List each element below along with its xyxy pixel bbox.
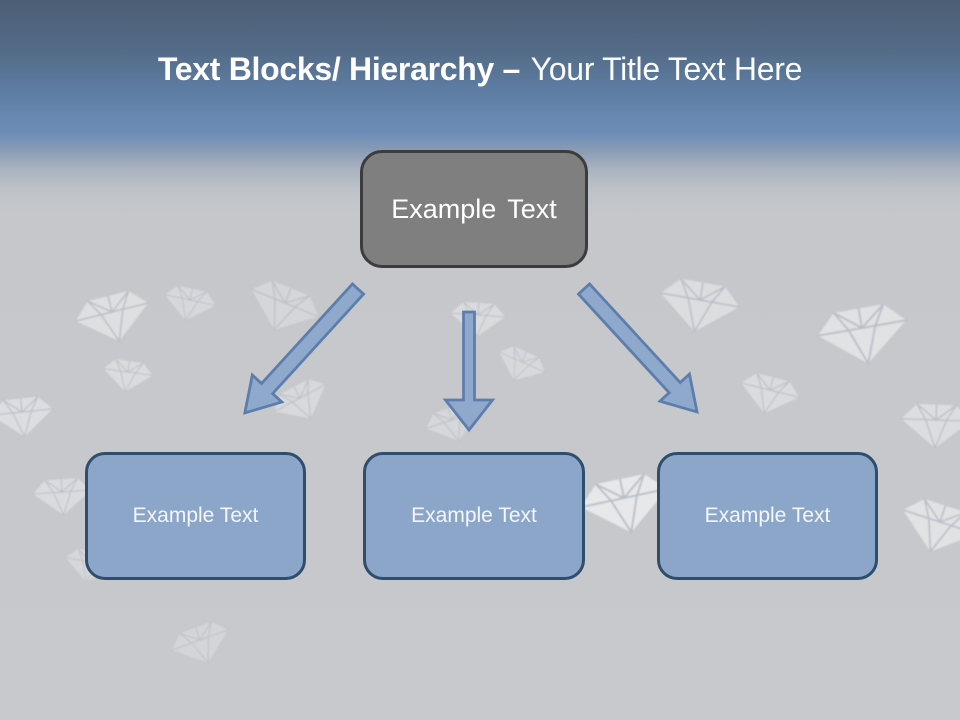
- root-text-block-label: Example Text: [391, 193, 557, 224]
- arrow-down-icon[interactable]: [442, 310, 496, 433]
- slide-title[interactable]: Text Blocks/ Hierarchy –Your Title Text …: [0, 51, 960, 88]
- arrow-down-left-icon[interactable]: [230, 276, 373, 427]
- child-text-block-2[interactable]: Example Text: [363, 452, 585, 580]
- child-text-block-1[interactable]: Example Text: [85, 452, 306, 580]
- root-text-block[interactable]: Example Text: [360, 150, 588, 268]
- slide-title-bold: Text Blocks/ Hierarchy –: [157, 51, 521, 87]
- child-text-block-3[interactable]: Example Text: [657, 452, 878, 580]
- child-text-block-1-label: Example Text: [132, 504, 259, 527]
- child-text-block-2-label: Example Text: [411, 504, 537, 527]
- child-text-block-3-label: Example Text: [704, 504, 831, 527]
- arrow-down-right-icon[interactable]: [569, 275, 711, 425]
- slide-title-regular: Your Title Text Here: [530, 51, 803, 87]
